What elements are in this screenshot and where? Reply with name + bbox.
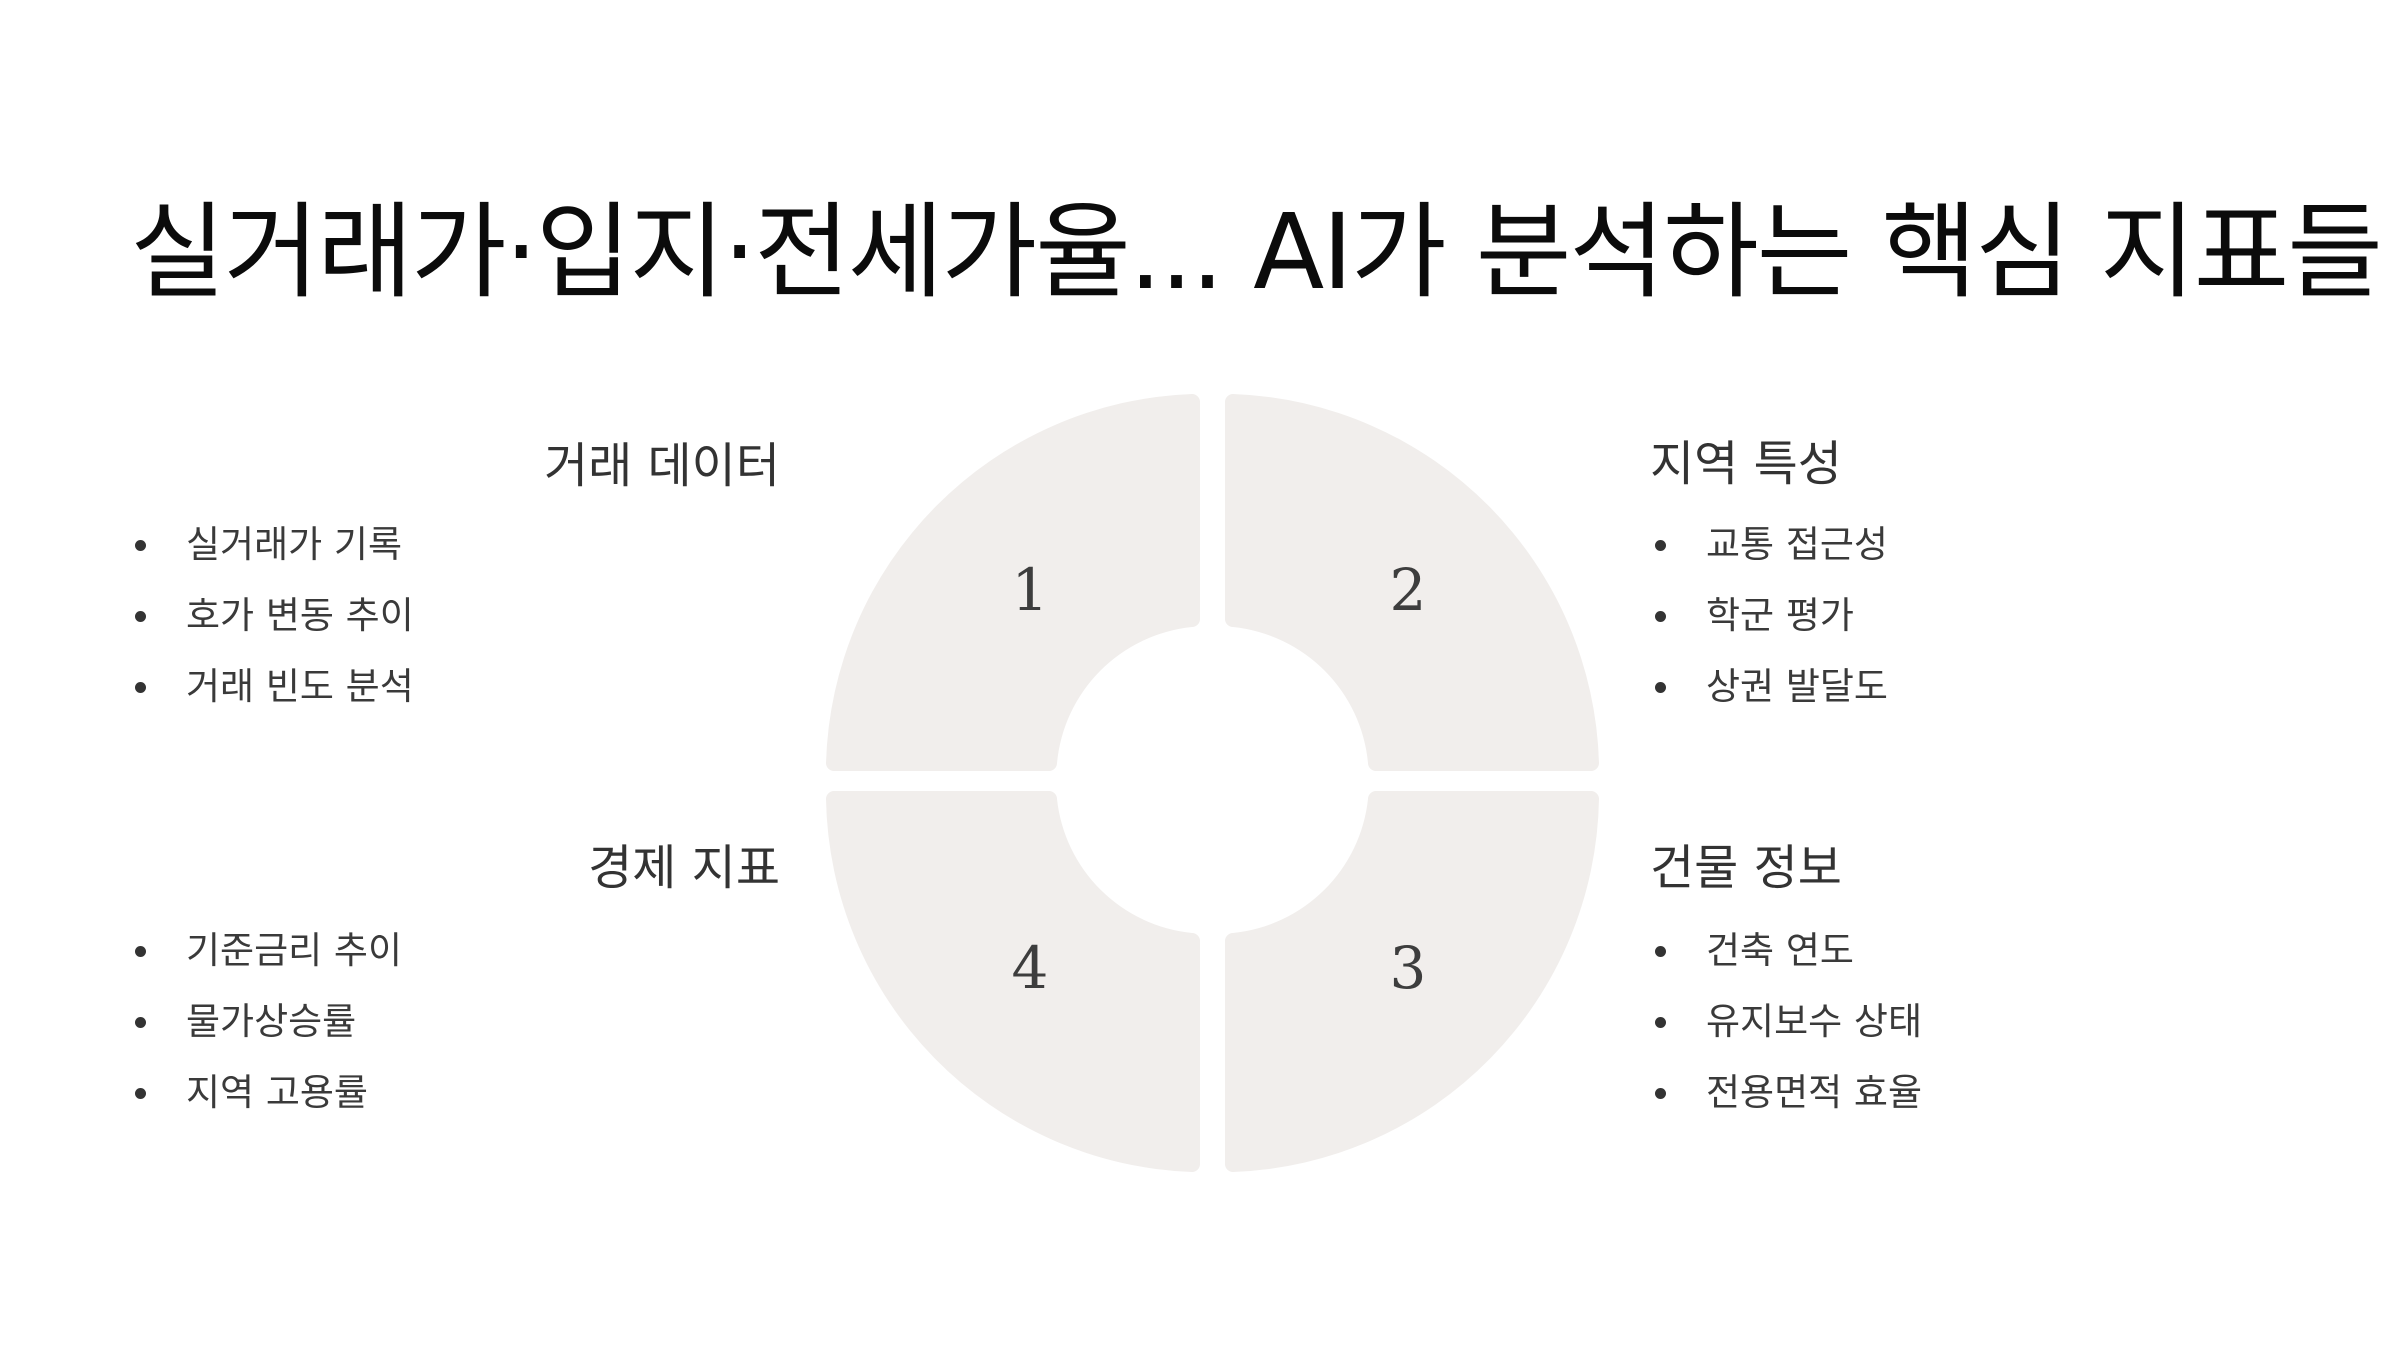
segment-number-3: 3 (1390, 934, 1427, 1002)
list-building-info: 건축 연도 유지보수 상태 전용면적 효율 (1650, 932, 1922, 1145)
list-item-label: 전용면적 효율 (1706, 1071, 1923, 1114)
list-item: 전용면적 효율 (1650, 1074, 1922, 1145)
bullet-dot (135, 1017, 146, 1028)
list-item-label: 유지보수 상태 (1706, 1000, 1923, 1043)
bullet-dot (1655, 682, 1666, 693)
cycle-segment-2 (1225, 394, 1599, 771)
heading-trade-data: 거래 데이터 (543, 438, 780, 494)
list-item: 학군 평가 (1650, 597, 1888, 668)
bullet-dot (135, 611, 146, 622)
list-item-label: 교통 접근성 (1706, 523, 1888, 566)
list-item: 교통 접근성 (1650, 526, 1888, 597)
heading-economic-indicators: 경제 지표 (588, 840, 780, 896)
list-item-label: 학군 평가 (1706, 594, 1854, 637)
bullet-dot (135, 1088, 146, 1099)
list-trade-data: 실거래가 기록 호가 변동 추이 거래 빈도 분석 (130, 526, 414, 739)
bullet-dot (135, 682, 146, 693)
list-item: 건축 연도 (1650, 932, 1922, 1003)
bullet-dot (1655, 540, 1666, 551)
list-item-label: 지역 고용률 (186, 1071, 368, 1114)
list-economic-indicators: 기준금리 추이 물가상승률 지역 고용률 (130, 932, 402, 1145)
bullet-dot (1655, 946, 1666, 957)
list-item: 물가상승률 (130, 1003, 402, 1074)
list-item: 유지보수 상태 (1650, 1003, 1922, 1074)
bullet-dot (135, 540, 146, 551)
list-item: 기준금리 추이 (130, 932, 402, 1003)
list-item-label: 실거래가 기록 (186, 523, 403, 566)
list-item: 상권 발달도 (1650, 668, 1888, 739)
bullet-dot (1655, 611, 1666, 622)
list-regional-traits: 교통 접근성 학군 평가 상권 발달도 (1650, 526, 1888, 739)
list-item-label: 물가상승률 (186, 1000, 357, 1043)
list-item: 호가 변동 추이 (130, 597, 414, 668)
segment-number-2: 2 (1390, 556, 1427, 624)
list-item-label: 거래 빈도 분석 (186, 665, 414, 708)
bullet-dot (135, 946, 146, 957)
list-item: 지역 고용률 (130, 1074, 402, 1145)
segment-number-1: 1 (1012, 556, 1049, 624)
heading-building-info: 건물 정보 (1650, 840, 1842, 896)
list-item-label: 기준금리 추이 (186, 929, 403, 972)
slide-title: 실거래가·입지·전세가율... AI가 분석하는 핵심 지표들 (130, 191, 2383, 313)
cycle-segment-3 (1225, 791, 1599, 1172)
list-item: 거래 빈도 분석 (130, 668, 414, 739)
cycle-segment-4 (826, 791, 1200, 1172)
bullet-dot (1655, 1088, 1666, 1099)
list-item-label: 호가 변동 추이 (186, 594, 414, 637)
heading-regional-traits: 지역 특성 (1650, 436, 1842, 492)
list-item: 실거래가 기록 (130, 526, 414, 597)
list-item-label: 상권 발달도 (1706, 665, 1888, 708)
cycle-segment-1 (826, 394, 1200, 771)
list-item-label: 건축 연도 (1706, 929, 1854, 972)
bullet-dot (1655, 1017, 1666, 1028)
segment-number-4: 4 (1012, 934, 1049, 1002)
